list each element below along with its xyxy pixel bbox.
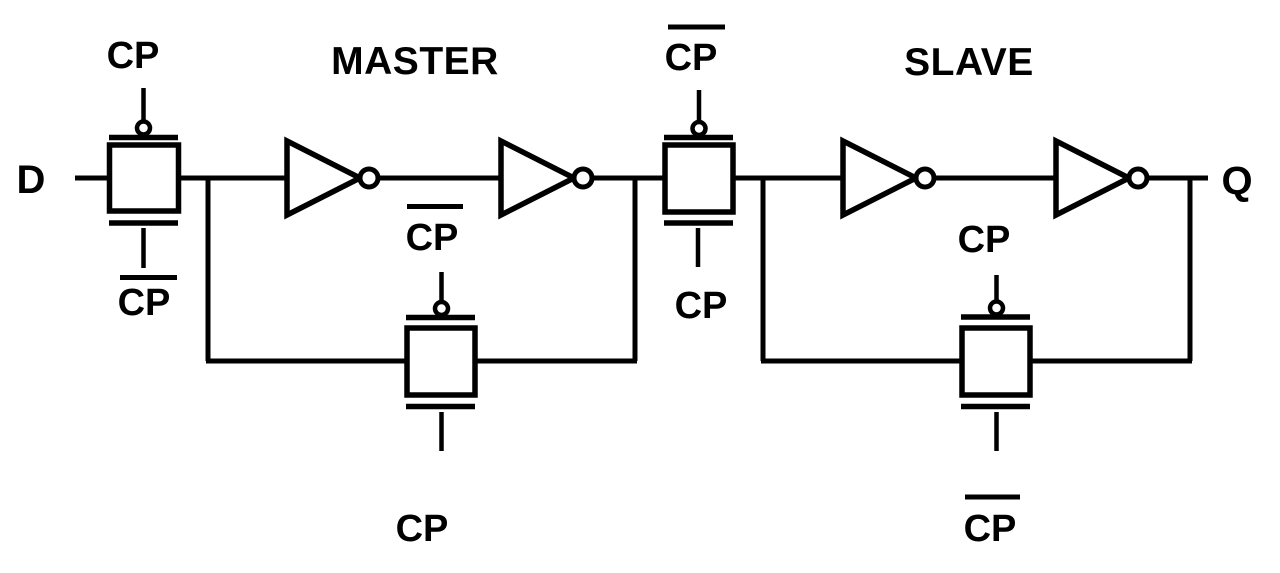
clock-label: CP: [396, 508, 449, 550]
inversion-bubble: [987, 299, 1006, 317]
master-inverter-2: [498, 136, 595, 220]
inversion-bubble: [134, 119, 153, 137]
input-tg-top-label: CP: [107, 35, 160, 77]
middle-transmission-gate: [662, 90, 736, 267]
master-feedback-transmission-gate: [404, 272, 478, 451]
master-section-label: MASTER: [331, 40, 499, 83]
clock-label: CP: [964, 508, 1017, 550]
clock-label: CP: [958, 219, 1011, 261]
transmission-gate-box: [106, 142, 182, 214]
master-fb-tg-bottom-label: CP: [396, 508, 449, 550]
inverter-triangle: [284, 136, 367, 220]
slave-section-label: SLAVE: [904, 41, 1034, 84]
inversion-bubble: [913, 166, 937, 190]
clock-label: CP: [406, 217, 459, 259]
transmission-gate-box: [959, 325, 1033, 398]
inversion-bubble: [571, 166, 595, 190]
slave-fb-tg-bottom-label: CP: [964, 494, 1020, 550]
slave-feedback-transmission-gate: [959, 275, 1033, 451]
transmission-gate-box: [662, 142, 736, 215]
input-transmission-gate: [106, 88, 182, 268]
inverter-triangle: [840, 136, 923, 220]
inverter-triangle: [498, 136, 581, 220]
inversion-bubble: [690, 119, 708, 138]
clock-label: CP: [107, 35, 160, 77]
input-d-label: D: [17, 158, 46, 202]
master-inverter-1: [284, 136, 381, 220]
slave-fb-tg-top-label: CP: [958, 219, 1011, 261]
clock-label: CP: [665, 37, 718, 79]
master-fb-tg-top-label: CP: [406, 204, 463, 259]
inversion-bubble: [432, 299, 451, 318]
wires: [75, 175, 1208, 364]
slave-inverter-1: [840, 136, 937, 220]
slave-inverter-2: [1053, 136, 1150, 220]
clock-label: CP: [675, 285, 728, 327]
inversion-bubble: [357, 166, 381, 190]
input-tg-bottom-label: CP: [118, 275, 177, 324]
transmission-gate-box: [404, 325, 478, 398]
output-q-label: Q: [1221, 159, 1252, 203]
mid-tg-bottom-label: CP: [675, 285, 728, 327]
clock-label: CP: [118, 282, 171, 324]
inversion-bubble: [1126, 166, 1150, 190]
mid-tg-top-label: CP: [665, 24, 725, 79]
inverter-triangle: [1053, 136, 1136, 220]
